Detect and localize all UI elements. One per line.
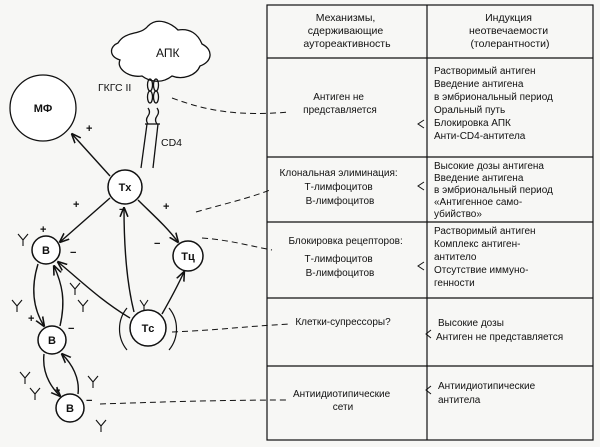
b-cell-1-label: B: [42, 245, 50, 257]
sign-plus: +: [86, 123, 92, 135]
antibody-icon: [29, 387, 41, 400]
antibody-icon: [11, 299, 23, 312]
mechanism-antiidiotypic-networks: Антиидиотипические сети: [293, 389, 393, 413]
sign-minus: −: [70, 247, 76, 259]
mhc-tcr-complex: [140, 78, 160, 169]
arrow-b2-to-b3: [43, 353, 60, 396]
b-cell-2-label: B: [48, 335, 56, 347]
sign-minus: −: [154, 238, 160, 250]
arrow-b2-to-b1: [54, 266, 64, 327]
induction-row-5: Антиидиотипические антитела: [438, 381, 538, 406]
induction-row-2: Высокие дозы антигена Введение антигена …: [434, 161, 556, 220]
tolerance-table: [266, 4, 594, 441]
antibody-icons: [11, 233, 107, 432]
tc-label: Tц: [181, 251, 195, 263]
header-induction: Индукция неотвечаемости (толерантности): [469, 12, 551, 50]
sign-plus: +: [73, 199, 79, 211]
dashed-links: [99, 97, 291, 405]
b-cell-1: [31, 235, 61, 265]
column-link-arrows: [417, 119, 432, 395]
dash-link-row2: [195, 189, 271, 213]
antibody-icon: [87, 375, 99, 388]
induction-row-3: Растворимый антиген Комплекс антиген- ан…: [434, 226, 538, 289]
arrow-ts-to-tc: [161, 272, 184, 315]
link-arrow-row2: [417, 181, 425, 191]
sign-plus: +: [40, 224, 46, 236]
antibody-icon: [19, 371, 31, 384]
arrow-th-to-tc: [137, 199, 178, 242]
macrophage-cell: [9, 74, 77, 142]
sign-minus: −: [68, 323, 74, 335]
mechanism-clonal-elimination: Клональная элиминация: Т-лимфоцитов В-ли…: [280, 168, 401, 207]
sign-plus: +: [28, 313, 34, 325]
ts-receptor-icon: [139, 299, 149, 310]
header-mechanisms: Механизмы, сдерживающие аутореактивность: [303, 12, 391, 50]
antibody-icon: [77, 299, 89, 312]
ts-brackets: [118, 307, 178, 351]
apc-cell: [110, 20, 211, 82]
th-cell: [107, 169, 143, 205]
antibody-icon: [69, 282, 81, 295]
antibody-icon: [95, 419, 107, 432]
sign-plus: +: [54, 385, 60, 397]
mechanism-receptor-blockade: Блокировка рецепторов: Т-лимфоцитов В-ли…: [288, 236, 405, 279]
ts-label: Tс: [142, 323, 155, 335]
link-arrow-row1: [417, 119, 425, 129]
th-label: Tx: [119, 182, 133, 194]
ts-cell: [129, 309, 167, 347]
sign-minus: −: [119, 204, 125, 216]
sign-minus: −: [86, 395, 92, 407]
induction-row-4: Высокие дозы Антиген не представляется: [436, 318, 563, 343]
dash-link-row3: [201, 237, 273, 251]
link-arrow-row4: [425, 329, 432, 339]
interaction-arrows: [33, 134, 184, 396]
b-cell-2: [37, 325, 67, 355]
arrow-b1-to-b2: [33, 263, 44, 326]
cd4-label: CD4: [161, 137, 182, 149]
arrow-th-to-b1: [60, 197, 111, 242]
b-cell-3-label: B: [66, 403, 74, 415]
dash-link-row5: [99, 399, 289, 405]
regulation-signs: + + + − − − + + − + −: [28, 123, 169, 407]
apc-label: АПК: [156, 46, 179, 60]
arrow-th-to-macrophage: [72, 134, 111, 177]
link-arrow-row5: [425, 385, 432, 395]
link-arrow-row3: [417, 261, 425, 271]
arrow-b3-to-b2: [62, 354, 79, 395]
antibody-icon: [17, 233, 29, 246]
arrow-ts-to-th: [124, 208, 135, 313]
induction-row-1: Растворимый антиген Введение антигена в …: [434, 66, 556, 142]
mechanism-suppressor-cells: Клетки-супрессоры?: [295, 317, 391, 328]
tc-cell: [172, 240, 204, 272]
mhc-label: ГКГС II: [98, 82, 131, 94]
macrophage-label: МФ: [34, 103, 53, 115]
dash-link-row1: [171, 97, 291, 114]
b-cell-3: [55, 393, 85, 423]
arrow-ts-to-b1: [58, 262, 131, 319]
sign-plus: +: [163, 201, 169, 213]
mechanism-antigen-not-presented: Антиген не представляется: [303, 92, 377, 116]
dash-link-row4: [171, 323, 291, 333]
